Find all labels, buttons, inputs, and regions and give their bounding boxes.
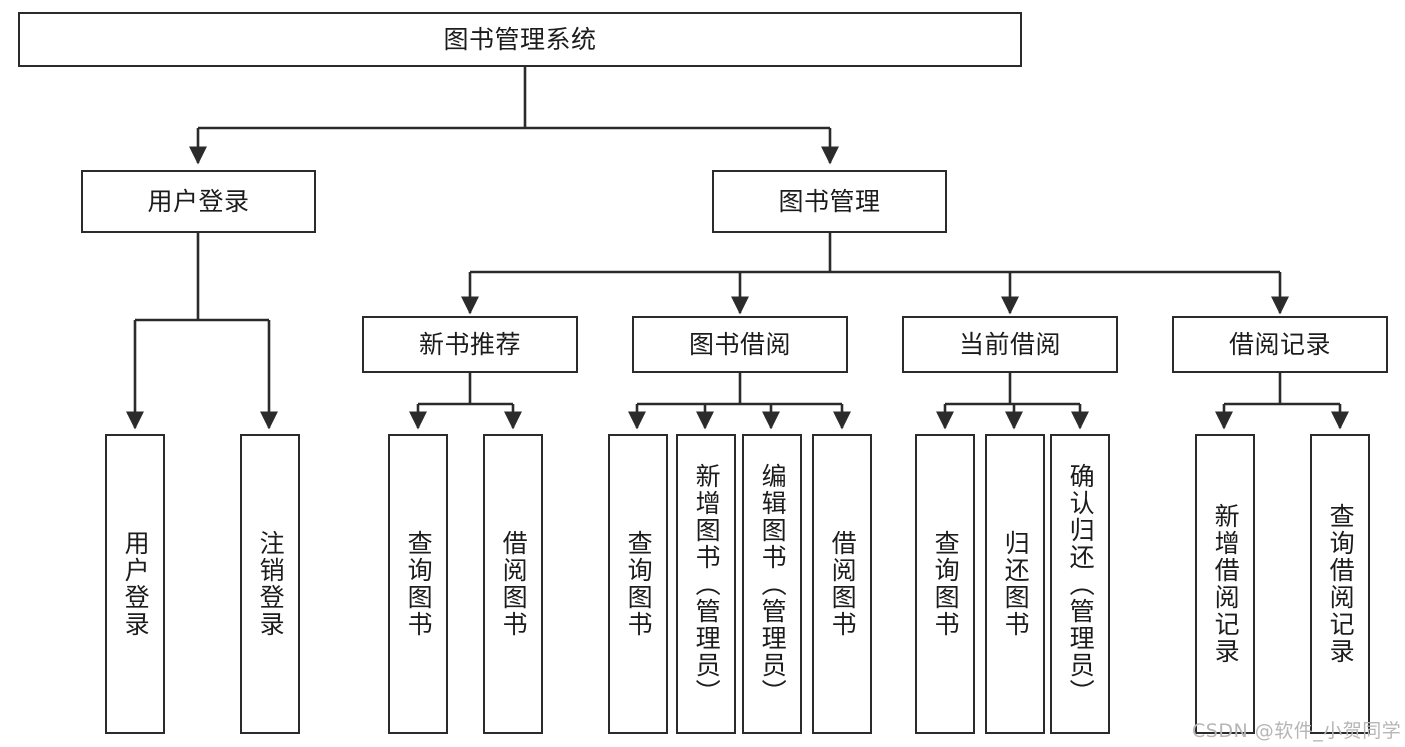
csdn-watermark: CSDN @软件_小贺同学 <box>1192 720 1402 742</box>
node-user-login[interactable]: 用户登录 <box>81 170 316 233</box>
node-label: 新增图书（管理员） <box>692 462 722 706</box>
node-book-borrow[interactable]: 图书借阅 <box>632 316 848 373</box>
node-label: 归还图书 <box>1001 530 1031 638</box>
node-label: 确认归还（管理员） <box>1066 462 1096 706</box>
node-label: 新书推荐 <box>418 329 521 359</box>
node-label: 图书管理 <box>778 186 881 216</box>
node-leaf-add-book-admin[interactable]: 新增图书（管理员） <box>676 434 736 734</box>
node-label: 用户登录 <box>121 530 151 638</box>
node-root-book-management-system[interactable]: 图书管理系统 <box>18 12 1022 67</box>
node-borrow-record[interactable]: 借阅记录 <box>1172 316 1388 373</box>
node-leaf-add-borrow-record[interactable]: 新增借阅记录 <box>1195 434 1255 734</box>
node-leaf-query-borrow-record[interactable]: 查询借阅记录 <box>1310 434 1370 734</box>
node-new-book-recommend[interactable]: 新书推荐 <box>362 316 578 373</box>
node-leaf-borrow-book-borrow[interactable]: 借阅图书 <box>812 434 872 734</box>
node-leaf-user-login[interactable]: 用户登录 <box>105 434 165 734</box>
node-current-borrow[interactable]: 当前借阅 <box>902 316 1118 373</box>
node-label: 图书管理系统 <box>443 24 597 54</box>
node-leaf-query-book-borrow[interactable]: 查询图书 <box>608 434 668 734</box>
node-label: 查询图书 <box>624 530 654 638</box>
node-label: 查询图书 <box>931 530 961 638</box>
node-label: 注销登录 <box>256 530 286 638</box>
node-label: 用户登录 <box>147 186 250 216</box>
node-leaf-edit-book-admin[interactable]: 编辑图书（管理员） <box>742 434 802 734</box>
node-label: 新增借阅记录 <box>1211 503 1241 665</box>
node-book-management[interactable]: 图书管理 <box>712 170 947 233</box>
node-label: 图书借阅 <box>688 329 791 359</box>
node-leaf-return-book[interactable]: 归还图书 <box>985 434 1045 734</box>
node-label: 查询借阅记录 <box>1326 503 1356 665</box>
node-label: 编辑图书（管理员） <box>758 462 788 706</box>
node-leaf-query-book-current[interactable]: 查询图书 <box>915 434 975 734</box>
node-label: 借阅图书 <box>828 530 858 638</box>
node-leaf-query-book-recommend[interactable]: 查询图书 <box>388 434 448 734</box>
node-label: 查询图书 <box>404 530 434 638</box>
node-leaf-confirm-return-admin[interactable]: 确认归还（管理员） <box>1050 434 1110 734</box>
node-label: 当前借阅 <box>958 329 1061 359</box>
node-label: 借阅记录 <box>1228 329 1331 359</box>
node-label: 借阅图书 <box>499 530 529 638</box>
node-leaf-logout-login[interactable]: 注销登录 <box>240 434 300 734</box>
node-leaf-borrow-book-recommend[interactable]: 借阅图书 <box>483 434 543 734</box>
